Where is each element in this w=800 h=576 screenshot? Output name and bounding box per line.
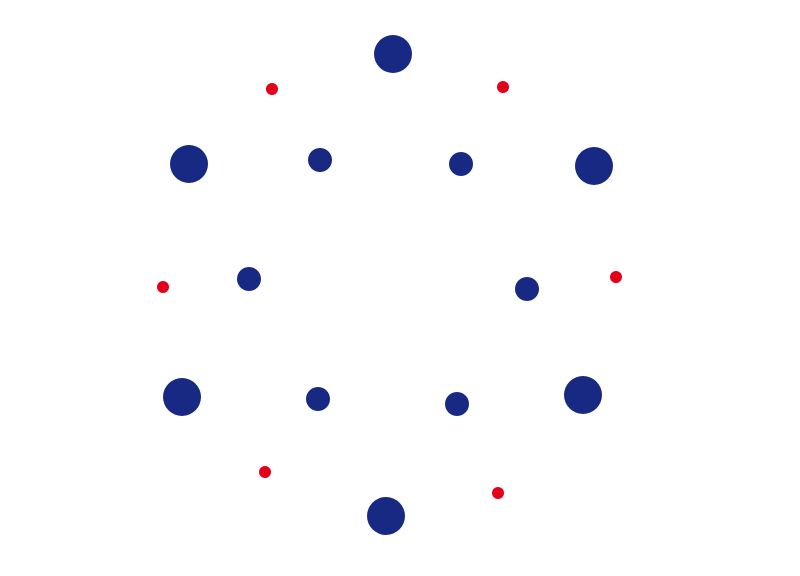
outer-ring-dot-5	[564, 376, 602, 414]
inner-ring-dot-3	[237, 267, 261, 291]
red-ring-dot-6	[492, 487, 504, 499]
red-ring-dot-5	[259, 466, 271, 478]
outer-ring-dot-4	[163, 378, 201, 416]
inner-ring-group	[237, 148, 539, 416]
inner-ring-dot-1	[308, 148, 332, 172]
outer-ring-dot-3	[575, 147, 613, 185]
inner-ring-dot-2	[449, 152, 473, 176]
outer-ring-dot-1	[374, 35, 412, 73]
red-ring-dot-3	[157, 281, 169, 293]
red-ring-group	[157, 81, 622, 499]
outer-ring-group	[163, 35, 613, 535]
inner-ring-dot-4	[515, 277, 539, 301]
inner-ring-dot-5	[306, 387, 330, 411]
red-ring-dot-4	[610, 271, 622, 283]
red-ring-dot-1	[266, 83, 278, 95]
outer-ring-dot-2	[170, 145, 208, 183]
red-ring-dot-2	[497, 81, 509, 93]
inner-ring-dot-6	[445, 392, 469, 416]
outer-ring-dot-6	[367, 497, 405, 535]
